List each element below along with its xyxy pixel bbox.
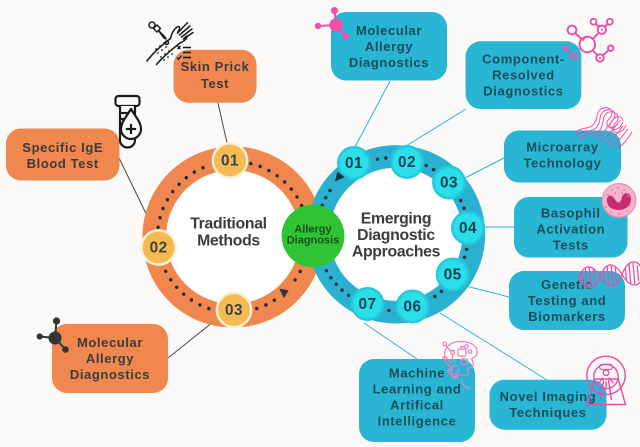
svg-text:Basophil: Basophil	[541, 205, 601, 220]
svg-text:Diagnostics: Diagnostics	[70, 367, 150, 382]
svg-text:Techniques: Techniques	[509, 405, 586, 420]
svg-text:Biomarkers: Biomarkers	[528, 309, 606, 324]
svg-text:Testing and: Testing and	[528, 293, 607, 308]
svg-text:Methods: Methods	[197, 233, 260, 250]
svg-text:Microarray: Microarray	[526, 140, 599, 155]
svg-text:01: 01	[221, 153, 239, 170]
svg-text:Molecular: Molecular	[356, 23, 422, 38]
svg-text:Tests: Tests	[553, 237, 589, 252]
svg-text:Technology: Technology	[524, 156, 602, 171]
svg-text:Artifical: Artifical	[390, 398, 444, 413]
svg-text:Component-: Component-	[482, 52, 565, 67]
svg-text:03: 03	[440, 175, 458, 192]
svg-text:Emerging: Emerging	[361, 211, 431, 228]
svg-text:Molecular: Molecular	[77, 335, 143, 350]
svg-text:Skin Prick: Skin Prick	[181, 59, 250, 74]
svg-text:Novel Imaging: Novel Imaging	[500, 389, 597, 404]
svg-text:Diagnostics: Diagnostics	[483, 84, 563, 99]
svg-text:Allergy: Allergy	[86, 351, 134, 366]
svg-text:Allergy: Allergy	[294, 224, 332, 236]
svg-text:04: 04	[459, 220, 477, 237]
svg-text:01: 01	[345, 155, 363, 172]
svg-text:Machine: Machine	[389, 366, 445, 381]
svg-text:Genetic: Genetic	[541, 277, 593, 292]
svg-text:05: 05	[444, 267, 462, 284]
svg-text:02: 02	[398, 154, 416, 171]
svg-text:Test: Test	[201, 76, 229, 91]
svg-text:Allergy: Allergy	[365, 39, 413, 54]
svg-text:06: 06	[403, 299, 421, 316]
svg-text:Traditional: Traditional	[190, 216, 267, 233]
svg-text:Blood Test: Blood Test	[27, 156, 99, 171]
svg-text:03: 03	[225, 302, 243, 319]
svg-text:02: 02	[150, 240, 168, 257]
svg-text:Learning and: Learning and	[373, 382, 462, 397]
svg-text:Diagnostics: Diagnostics	[349, 55, 429, 70]
svg-text:Diagnostic: Diagnostic	[357, 227, 435, 244]
svg-text:Approaches: Approaches	[352, 244, 441, 261]
svg-text:Resolved: Resolved	[492, 68, 555, 83]
svg-text:07: 07	[358, 296, 376, 313]
svg-text:Activation: Activation	[536, 221, 605, 236]
svg-text:Specific IgE: Specific IgE	[22, 140, 103, 155]
svg-text:Diagnosis: Diagnosis	[287, 235, 340, 247]
svg-text:Intelligence: Intelligence	[378, 414, 457, 429]
